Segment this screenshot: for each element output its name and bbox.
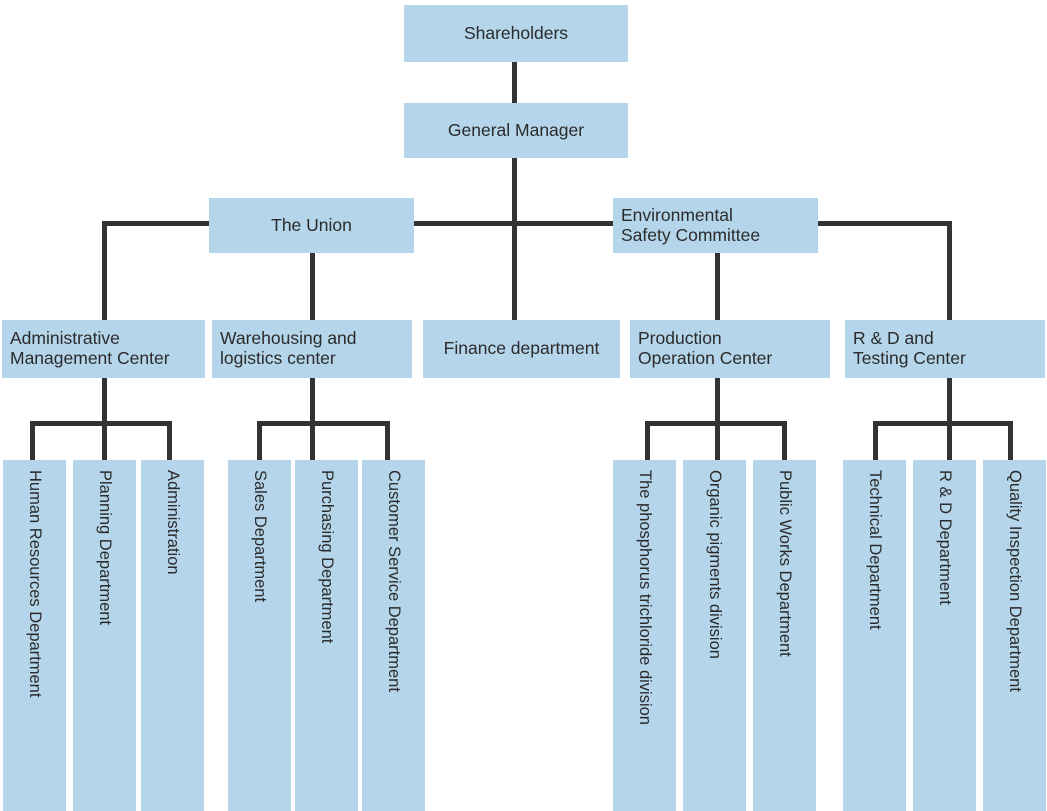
connector-amc-bus [30,421,172,426]
connector-general-manager-trunk [512,157,517,320]
node-technical-department[interactable]: Technical Department [843,460,906,811]
connector-union-to-trunk [412,221,617,226]
node-warehousing-and-logistics-center-label: Warehousing and logistics center [220,328,357,368]
node-customer-service-department[interactable]: Customer Service Department [362,460,425,811]
node-the-union[interactable]: The Union [209,198,414,253]
connector-wlc-to-sales-department [257,421,262,460]
connector-rdtc-to-technical-department [873,421,878,460]
connector-esc-to-production-operation-center [715,252,720,320]
node-organic-pigments-division-label: Organic pigments division [705,470,724,659]
connector-amc-to-human-resources-department [30,421,35,460]
node-finance-department[interactable]: Finance department [423,320,620,378]
node-administrative-management-center[interactable]: Administrative Management Center [2,320,205,378]
connector-amc-to-planning-department [102,421,107,460]
node-purchasing-department-label: Purchasing Department [317,470,336,644]
connector-rdtc-to-rd-department [947,421,952,460]
node-sales-department[interactable]: Sales Department [228,460,291,811]
connector-wlc-bus [257,421,390,426]
node-organic-pigments-division[interactable]: Organic pigments division [683,460,746,811]
connector-level3-bus-right [816,221,952,226]
node-shareholders-label: Shareholders [463,22,569,43]
node-finance-department-label: Finance department [443,338,600,359]
node-production-operation-center-label: Production Operation Center [638,328,773,368]
node-environmental-safety-committee-label: Environmental Safety Committee [621,204,761,245]
connector-bus-to-rd-testing-center [947,221,952,320]
node-the-phosphorus-trichloride-division-label: The phosphorus trichloride division [635,470,654,725]
node-rd-department-label: R & D Department [935,470,954,605]
connector-union-to-warehousing [310,252,315,320]
node-rd-and-testing-center-label: R & D and Testing Center [853,328,966,368]
connector-rdtc-to-quality-inspection-department [1008,421,1013,460]
node-public-works-department-label: Public Works Department [775,470,794,657]
connector-wlc-to-customer-service-department [385,421,390,460]
connector-poc-to-public-works-department [782,421,787,460]
connector-amc-to-administration [167,421,172,460]
node-human-resources-department[interactable]: Human Resources Department [3,460,66,811]
node-shareholders[interactable]: Shareholders [404,5,628,62]
node-quality-inspection-department-label: Quality Inspection Department [1005,470,1024,692]
connector-level3-bus-left [102,221,212,226]
node-warehousing-and-logistics-center[interactable]: Warehousing and logistics center [212,320,412,378]
node-general-manager[interactable]: General Manager [404,103,628,158]
connector-poc-to-organic-pigments-division [715,421,720,460]
connector-rdtc-stem [947,378,952,423]
node-rd-and-testing-center[interactable]: R & D and Testing Center [845,320,1045,378]
connector-poc-to-phosphorus-trichloride-division [645,421,650,460]
connector-amc-stem [102,378,107,423]
node-the-union-label: The Union [271,214,352,235]
node-sales-department-label: Sales Department [250,470,269,603]
node-planning-department-label: Planning Department [95,470,114,626]
connector-bus-to-administrative-management-center [102,221,107,320]
node-the-phosphorus-trichloride-division[interactable]: The phosphorus trichloride division [613,460,676,811]
node-administration[interactable]: Administration [141,460,204,811]
connector-shareholders-to-general-manager [512,60,517,105]
node-general-manager-label: General Manager [447,119,585,140]
connector-poc-stem [715,378,720,423]
node-public-works-department[interactable]: Public Works Department [753,460,816,811]
node-purchasing-department[interactable]: Purchasing Department [295,460,358,811]
node-planning-department[interactable]: Planning Department [73,460,136,811]
node-rd-department[interactable]: R & D Department [913,460,976,811]
node-administration-label: Administration [163,470,182,575]
node-human-resources-department-label: Human Resources Department [25,470,44,698]
connector-wlc-stem [310,378,315,423]
node-administrative-management-center-label: Administrative Management Center [10,328,170,368]
connector-rdtc-bus [873,421,1013,426]
node-production-operation-center[interactable]: Production Operation Center [630,320,830,378]
node-technical-department-label: Technical Department [865,470,884,630]
node-customer-service-department-label: Customer Service Department [384,470,403,692]
connector-wlc-to-purchasing-department [310,421,315,460]
node-environmental-safety-committee[interactable]: Environmental Safety Committee [613,198,818,253]
node-quality-inspection-department[interactable]: Quality Inspection Department [983,460,1046,811]
